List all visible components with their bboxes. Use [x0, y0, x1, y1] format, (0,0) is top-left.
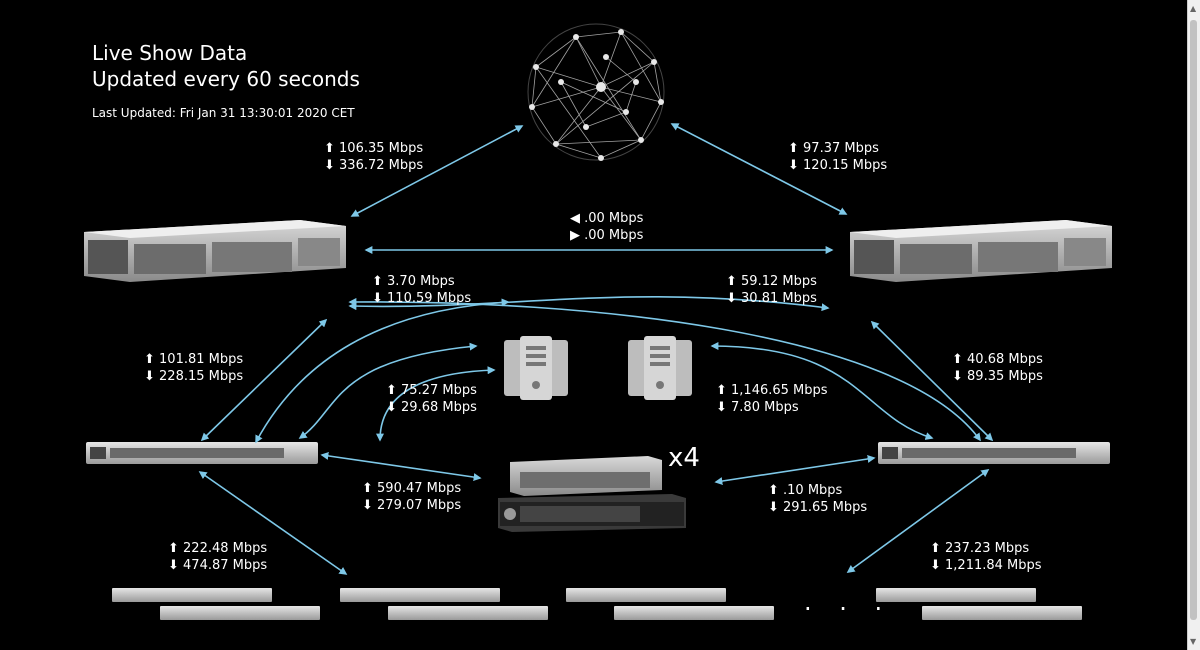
stat-up: ⬆ 222.48 Mbps: [168, 541, 268, 556]
stat-up: ⬆ 75.27 Mbps: [386, 383, 477, 398]
link-switch-left-access: [198, 471, 348, 575]
server-right: [628, 336, 692, 400]
stat-down: ⬇ 228.15 Mbps: [144, 369, 244, 384]
stat-up: ⬆ 106.35 Mbps: [324, 141, 424, 156]
switch-right: [878, 442, 1110, 464]
stat-internet-router-right: ⬆ 97.37 Mbps ⬇ 120.15 Mbps: [788, 140, 887, 174]
stat-up: ⬆ 3.70 Mbps: [372, 274, 455, 289]
appliance-count: x4: [668, 443, 700, 473]
link-internet-router-right: [670, 123, 848, 215]
stat-up: ⬆ .10 Mbps: [768, 483, 843, 498]
stat-router-left-switch-left: ⬆ 101.81 Mbps ⬇ 228.15 Mbps: [144, 351, 243, 385]
stat-down: ▶ .00 Mbps: [570, 228, 644, 243]
stat-up: ⬆ 590.47 Mbps: [362, 481, 462, 496]
appliance-stack: [498, 456, 686, 532]
scroll-up-icon[interactable]: ▲: [1190, 4, 1197, 13]
stat-switch-left-appliance: ⬆ 590.47 Mbps ⬇ 279.07 Mbps: [362, 480, 461, 514]
stat-down: ⬇ 474.87 Mbps: [168, 558, 268, 573]
scroll-down-icon[interactable]: ▼: [1190, 637, 1197, 646]
stat-down: ⬇ 89.35 Mbps: [952, 369, 1043, 384]
link-switch-left-server-left: [298, 342, 478, 439]
stat-down: ⬇ 7.80 Mbps: [716, 400, 799, 415]
scrollbar-thumb[interactable]: [1190, 20, 1197, 620]
stat-down: ⬇ 120.15 Mbps: [788, 158, 888, 173]
stat-switch-right-server-right: ⬆ 1,146.65 Mbps ⬇ 7.80 Mbps: [716, 382, 828, 416]
stat-down: ⬇ 30.81 Mbps: [726, 291, 817, 306]
stat-up: ⬆ 97.37 Mbps: [788, 141, 879, 156]
stat-switch-right-access: ⬆ 237.23 Mbps ⬇ 1,211.84 Mbps: [930, 540, 1042, 574]
stat-router-left-cross: ⬆ 3.70 Mbps ⬇ 110.59 Mbps: [372, 273, 471, 307]
stat-router-right-switch-right: ⬆ 40.68 Mbps ⬇ 89.35 Mbps: [952, 351, 1043, 385]
stat-up: ⬆ 237.23 Mbps: [930, 541, 1030, 556]
stat-up: ⬆ 59.12 Mbps: [726, 274, 817, 289]
link-lines: [198, 123, 994, 575]
stat-switch-left-server-left: ⬆ 75.27 Mbps ⬇ 29.68 Mbps: [386, 382, 477, 416]
stat-up: ⬆ 101.81 Mbps: [144, 352, 244, 367]
stat-router-right-cross: ⬆ 59.12 Mbps ⬇ 30.81 Mbps: [726, 273, 817, 307]
stat-up: ◀ .00 Mbps: [570, 211, 644, 226]
stat-up: ⬆ 40.68 Mbps: [952, 352, 1043, 367]
stat-down: ⬇ 291.65 Mbps: [768, 500, 868, 515]
title-line-2: Updated every 60 seconds: [92, 67, 360, 91]
title-line-1: Live Show Data: [92, 41, 248, 65]
router-right: [850, 220, 1112, 282]
link-switch-left-appliance: [320, 451, 482, 482]
router-left: [84, 220, 346, 282]
stat-router-router: ◀ .00 Mbps ▶ .00 Mbps: [570, 210, 643, 244]
link-switch-right-appliance: [714, 455, 876, 485]
vertical-scrollbar[interactable]: ▲ ▼: [1187, 0, 1200, 650]
link-internet-router-left: [350, 125, 524, 217]
link-switch-right-server-right: [710, 342, 934, 440]
page-title: Live Show Data Updated every 60 seconds: [92, 40, 360, 92]
link-switch-left-server-right: [376, 366, 496, 442]
server-left: [504, 336, 568, 400]
last-updated: Last Updated: Fri Jan 31 13:30:01 2020 C…: [92, 106, 355, 120]
stat-down: ⬇ 29.68 Mbps: [386, 400, 477, 415]
link-switch-right-access: [846, 469, 990, 573]
stat-switch-left-access: ⬆ 222.48 Mbps ⬇ 474.87 Mbps: [168, 540, 267, 574]
access-switches: [112, 588, 1082, 620]
stat-up: ⬆ 1,146.65 Mbps: [716, 383, 828, 398]
switch-left: [86, 442, 318, 464]
more-indicator: . . .: [804, 588, 893, 616]
stat-internet-router-left: ⬆ 106.35 Mbps ⬇ 336.72 Mbps: [324, 140, 423, 174]
stat-down: ⬇ 279.07 Mbps: [362, 498, 462, 513]
stat-down: ⬇ 336.72 Mbps: [324, 158, 424, 173]
stat-switch-right-appliance: ⬆ .10 Mbps ⬇ 291.65 Mbps: [768, 482, 867, 516]
stat-down: ⬇ 110.59 Mbps: [372, 291, 472, 306]
stat-down: ⬇ 1,211.84 Mbps: [930, 558, 1042, 573]
globe-network-icon: [527, 23, 665, 161]
